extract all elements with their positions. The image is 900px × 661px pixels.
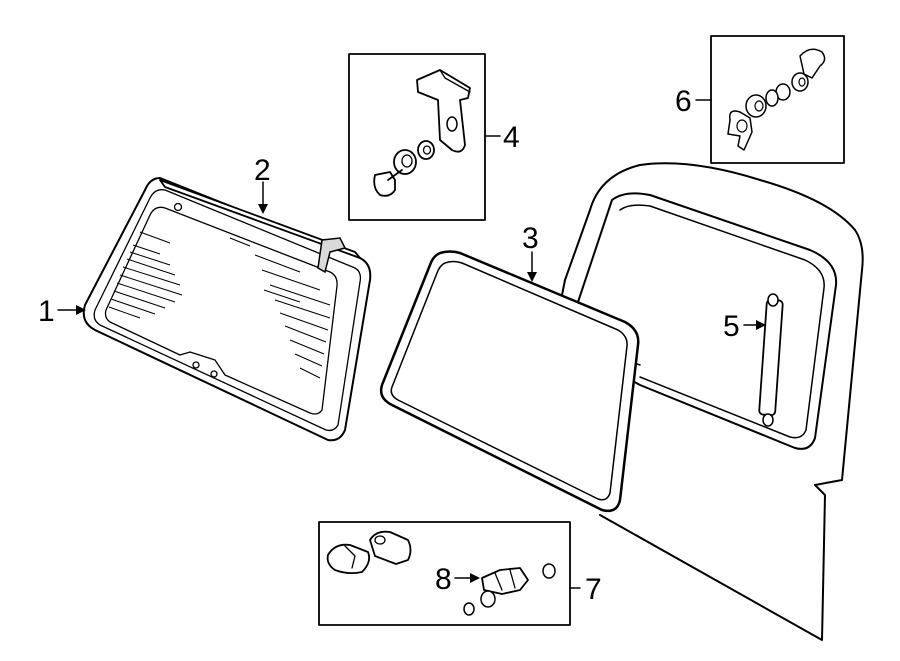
part-3-weatherstrip <box>379 250 640 513</box>
part-4-hinge-kit <box>348 53 486 221</box>
callout-6: 6 <box>675 85 692 118</box>
callout-5: 5 <box>723 310 740 343</box>
part-5-support-strut <box>758 293 784 427</box>
callout-1: 1 <box>38 295 55 328</box>
callout-8: 8 <box>435 563 452 596</box>
callout-4: 4 <box>503 121 520 154</box>
callout-7: 7 <box>585 573 602 606</box>
part-7-trim-kit <box>318 521 571 626</box>
leader-lines <box>57 99 766 589</box>
defroster-lines <box>108 231 331 379</box>
callout-3: 3 <box>522 222 539 255</box>
part-1-glass <box>82 177 372 442</box>
part-6-fastener-kit <box>710 35 845 164</box>
callout-2: 2 <box>254 154 271 187</box>
part-2-hinge-strip <box>159 179 361 274</box>
